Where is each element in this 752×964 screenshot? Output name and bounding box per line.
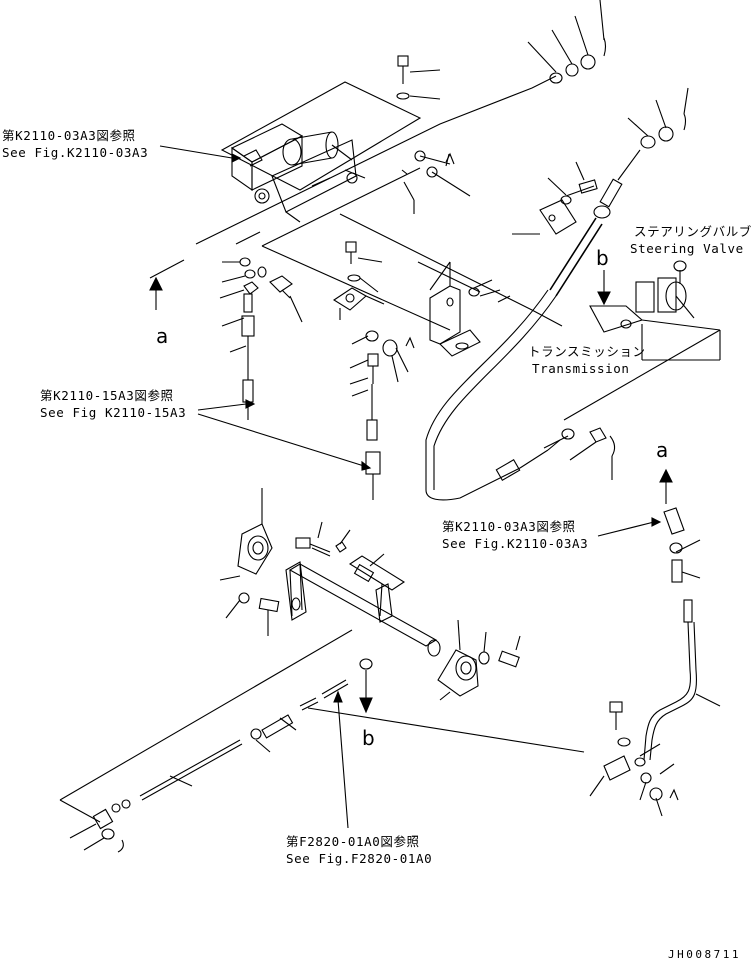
a-arrow-right bbox=[659, 468, 673, 504]
reference-leaders bbox=[159, 145, 662, 829]
b-arrow-top bbox=[597, 270, 611, 306]
transmission-label-jp: トランスミッション bbox=[528, 344, 646, 359]
shaft-bracket-left bbox=[219, 488, 280, 636]
b-arrow-bottom bbox=[359, 670, 373, 714]
shaft-bolt-set bbox=[295, 521, 385, 583]
main-cable-route bbox=[425, 289, 616, 501]
ref-k2110-03a3-top-en: See Fig.K2110-03A3 bbox=[2, 145, 149, 160]
cable-end-nut-set bbox=[627, 87, 689, 149]
steering-valve-label-en: Steering Valve bbox=[630, 241, 744, 256]
frame-outline bbox=[149, 75, 721, 421]
cross-shaft bbox=[285, 555, 441, 657]
top-bolt-and-washer bbox=[396, 55, 441, 100]
l-mount-bracket bbox=[429, 261, 511, 357]
pin-and-clip bbox=[401, 150, 471, 214]
ref-k2110-03a3-mid-jp: 第K2110-03A3図参照 bbox=[442, 519, 576, 534]
steering-valve-assembly bbox=[589, 260, 721, 361]
ref-k2110-15a3-en: See Fig K2110-15A3 bbox=[40, 405, 187, 420]
cable-mount-bracket bbox=[512, 161, 598, 235]
transmission-label-en: Transmission bbox=[532, 361, 630, 376]
steering-valve-label-jp: ステアリングバルブ bbox=[634, 224, 752, 239]
upper-control-cable bbox=[549, 149, 641, 297]
marker-a-left: a bbox=[156, 324, 169, 348]
ref-k2110-03a3-mid-en: See Fig.K2110-03A3 bbox=[442, 536, 589, 551]
ref-f2820-01a0-en: See Fig.F2820-01A0 bbox=[286, 851, 433, 866]
center-bolt-group bbox=[332, 241, 415, 500]
marker-b-bottom: b bbox=[362, 726, 375, 750]
ref-f2820-01a0-jp: 第F2820-01A0図参照 bbox=[286, 834, 420, 849]
lower-long-rod bbox=[59, 629, 585, 853]
ref-k2110-15a3-jp: 第K2110-15A3図参照 bbox=[40, 388, 174, 403]
shaft-bracket-right bbox=[437, 619, 521, 701]
a-arrow-left bbox=[149, 276, 163, 310]
upper-bracket-assembly bbox=[220, 81, 422, 223]
document-number: JH008711 bbox=[668, 948, 741, 961]
ref-k2110-03a3-top-jp: 第K2110-03A3図参照 bbox=[2, 128, 136, 143]
top-right-nut-set bbox=[527, 0, 607, 84]
left-cable-hardware-stack bbox=[219, 257, 303, 420]
marker-a-right: a bbox=[656, 438, 669, 462]
marker-b-top: b bbox=[596, 246, 609, 270]
right-lever-rod bbox=[589, 507, 721, 817]
